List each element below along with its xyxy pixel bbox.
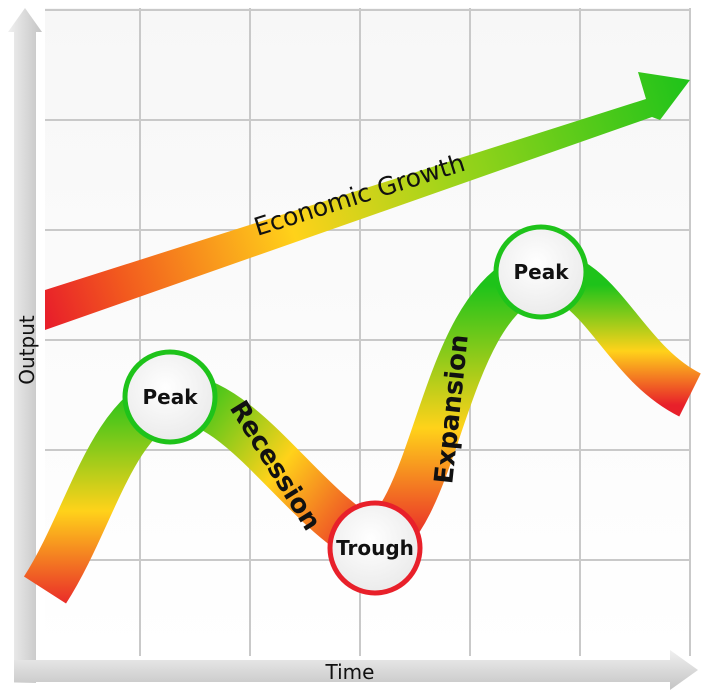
grid	[45, 8, 691, 656]
y-axis-label: Output	[15, 315, 39, 385]
trough-node-circle	[327, 500, 423, 596]
y-axis	[8, 8, 42, 683]
peak-node-1-label: Peak	[142, 385, 198, 409]
x-axis-arrow	[14, 650, 698, 690]
x-axis-label: Time	[325, 660, 375, 684]
trough-node: Trough	[327, 500, 423, 596]
peak-node-1: Peak	[122, 349, 218, 445]
peak-node-2: Peak	[493, 224, 589, 320]
x-axis	[14, 650, 698, 690]
peak-node-1-circle	[122, 349, 218, 445]
peak-node-2-circle	[493, 224, 589, 320]
growth-arrow-shape	[45, 72, 690, 330]
y-axis-arrow	[8, 8, 42, 683]
peak-node-2-label: Peak	[513, 260, 569, 284]
trough-node-label: Trough	[336, 536, 414, 560]
